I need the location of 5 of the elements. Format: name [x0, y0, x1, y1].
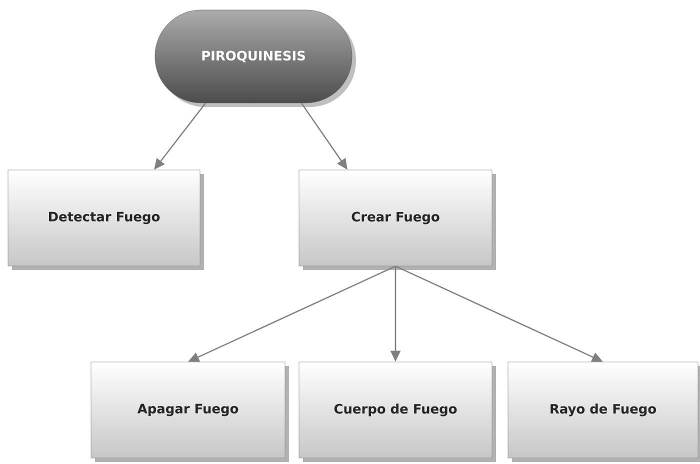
process-box: Detectar Fuego: [8, 170, 204, 270]
process-box: Cuerpo de Fuego: [298, 362, 496, 462]
process-box: Crear Fuego: [298, 170, 496, 270]
process-box: Rayo de Fuego: [508, 362, 700, 462]
process-box: Apagar Fuego: [90, 362, 289, 462]
